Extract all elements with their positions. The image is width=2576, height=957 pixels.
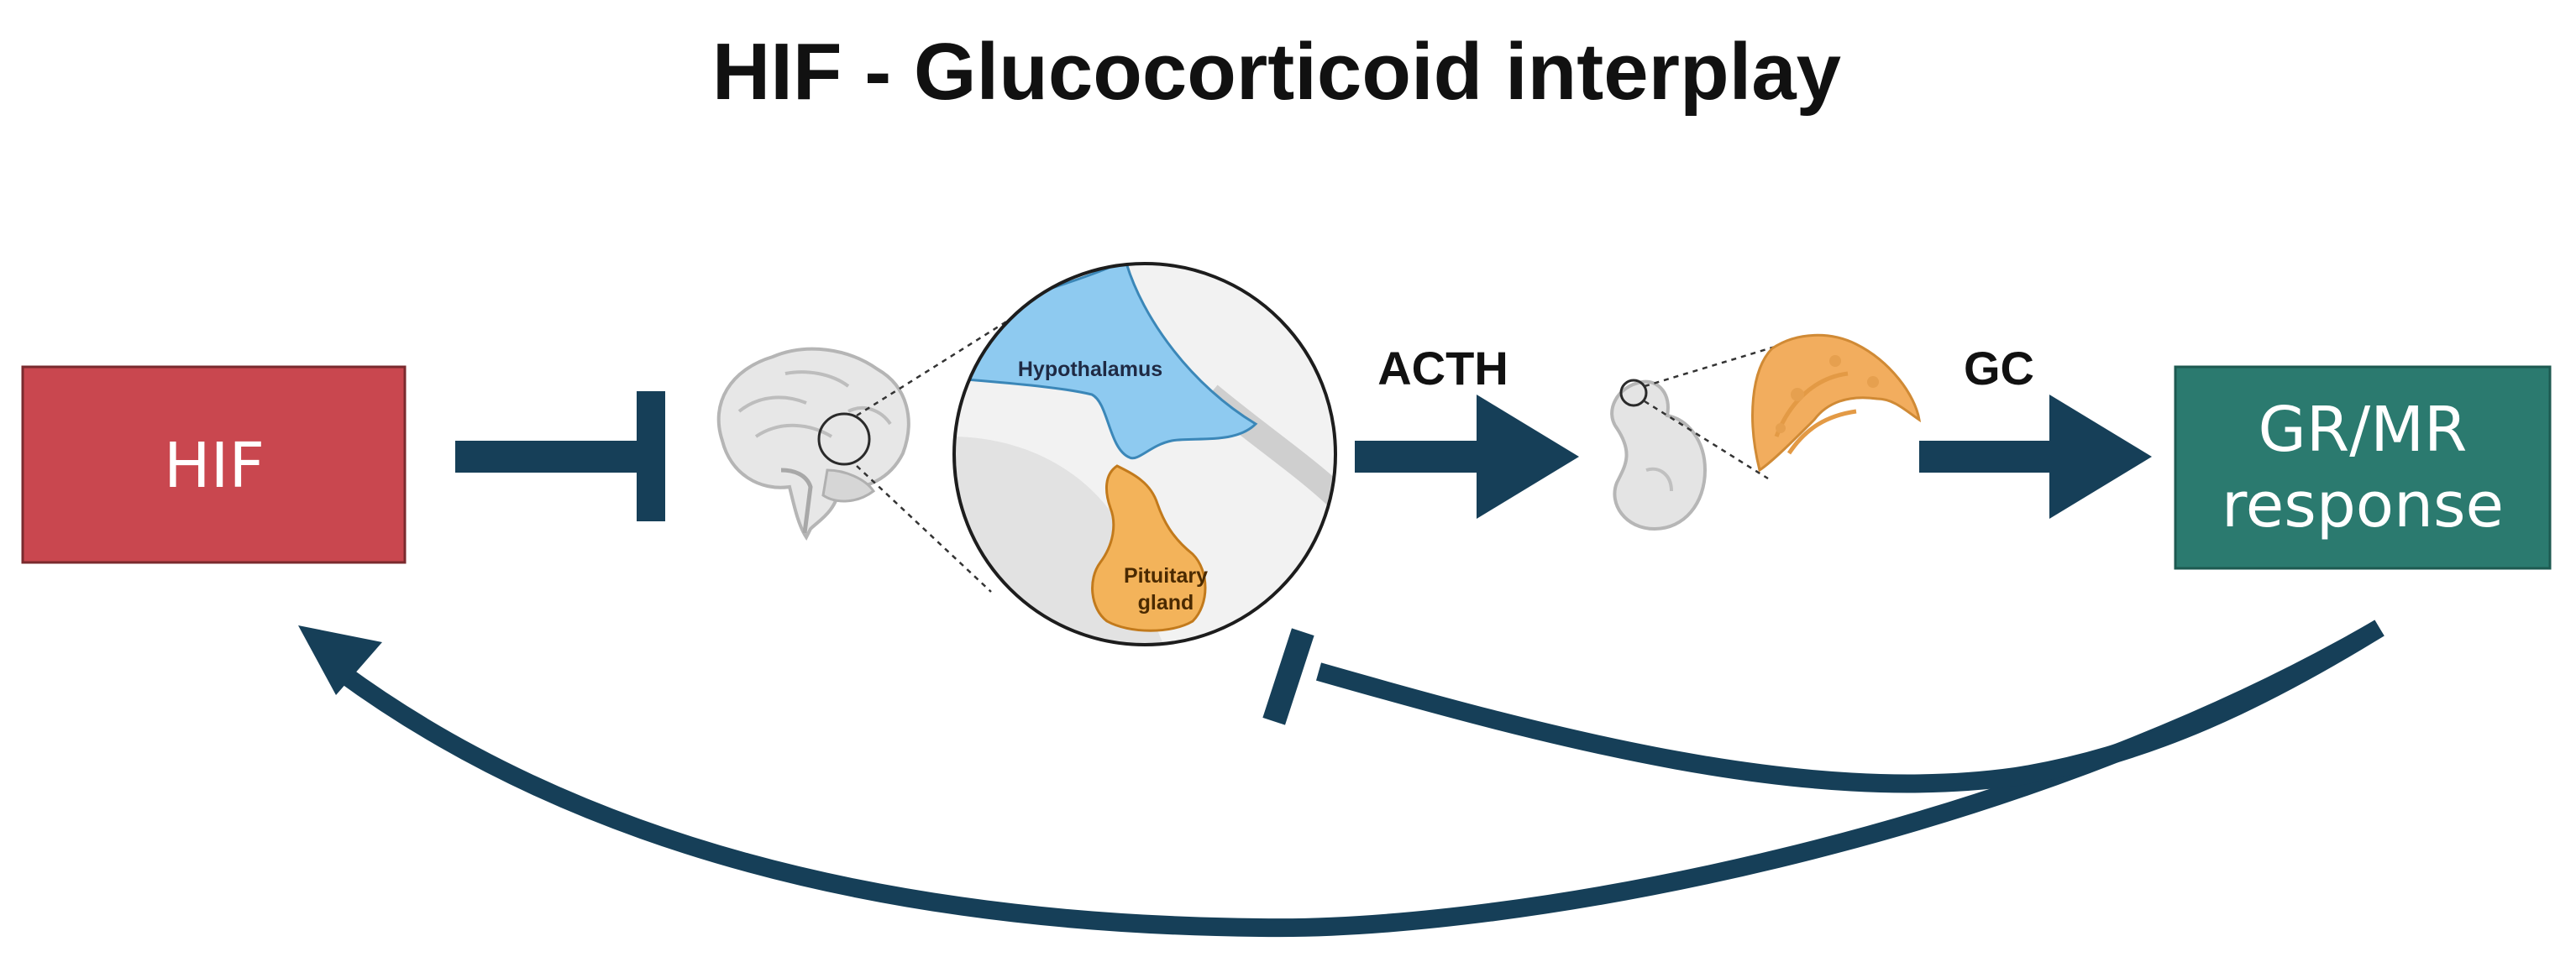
gc-edge: GC [1919,342,2152,519]
pituitary-label-line1: Pituitary [1124,564,1208,588]
brain-icon [716,347,910,541]
adrenal-gland-icon [1751,333,1922,473]
gc-arrow-shaft [1919,441,2054,473]
hif-label: HIF [164,430,265,502]
gc-arrow-head [2049,395,2152,519]
acth-label: ACTH [1377,342,1508,395]
zoom-lines [856,301,1038,593]
feedback-to-hif-edge [298,620,2385,938]
adrenal-zoom-marker [1619,379,1648,407]
hif-inhibits-brain-edge [455,391,665,521]
kidney-icon [1610,379,1708,531]
gr-mr-label-line2: response [2222,469,2504,541]
inhibit-shaft [455,441,644,473]
hif-node: HIF [21,365,407,564]
feedback-inhibit-pituitary-edge [1262,620,2385,793]
diagram-title: HIF - Glucocorticoid interplay [712,27,1841,117]
feedback-inhibit-bar [1262,628,1314,725]
hypothalamus-label: Hypothalamus [1018,358,1162,381]
gr-mr-box [2174,365,2552,570]
gc-label: GC [1964,342,2034,395]
pituitary-label-line2: gland [1138,591,1194,614]
acth-arrow-shaft [1355,441,1481,473]
brain-zoom-marker [817,412,871,466]
hypothalamus-pituitary-zoom: Hypothalamus Pituitary gland [952,262,1337,646]
inhibit-bar [637,391,665,521]
zoom-circle-outline [952,262,1337,646]
feedback-to-hif-curve [334,620,2385,938]
acth-arrow-head [1477,395,1579,519]
feedback-to-hif-arrowhead [298,625,382,695]
gr-mr-label-line1: GR/MR [2259,394,2468,466]
feedback-inhibit-curve [1315,620,2385,793]
gr-mr-node: GR/MR response [2174,365,2552,570]
pituitary-shape [1091,464,1207,632]
acth-edge: ACTH [1355,342,1579,519]
hif-box [21,365,407,564]
